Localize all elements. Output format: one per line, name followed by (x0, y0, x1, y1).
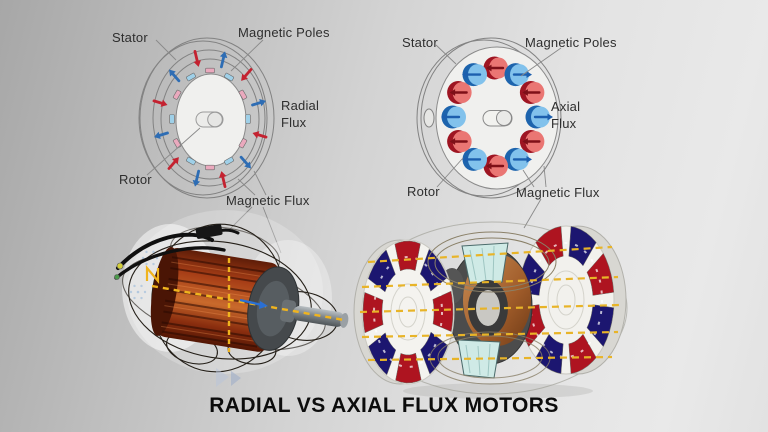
rotation-arrow (239, 298, 268, 309)
radial-motor-3d (114, 210, 349, 387)
axial-motor-3d (353, 221, 628, 399)
radial-flux-arrows (152, 49, 268, 189)
logo-watermark (216, 368, 241, 387)
winding-top (461, 242, 509, 285)
label-magnetic-poles-radial: Magnetic Poles (238, 25, 330, 40)
label-axial-flux: Axial Flux (551, 99, 581, 131)
page-title: RADIAL VS AXIAL FLUX MOTORS (209, 394, 559, 417)
axial-magnetic-poles (441, 56, 553, 178)
radial-flux-diagram (138, 37, 275, 199)
label-magnetic-poles-axial: Magnetic Poles (525, 35, 617, 50)
stator-ring (138, 37, 275, 199)
flux-axis-dashes (145, 258, 345, 352)
label-radial-flux: Radial Flux (281, 98, 320, 130)
label-rotor-radial: Rotor (119, 172, 152, 187)
label-stator-radial: Stator (112, 30, 148, 45)
label-stator-axial: Stator (402, 35, 438, 50)
axial-flux-diagram (416, 37, 562, 199)
shaft (482, 110, 513, 127)
label-magnetic-flux-axial: Magnetic Flux (516, 185, 600, 200)
label-magnetic-flux-radial: Magnetic Flux (226, 193, 310, 208)
rotor-disc-left (353, 239, 455, 385)
shaft (195, 111, 224, 128)
axial-flux-dashes (359, 245, 621, 362)
label-rotor-axial: Rotor (407, 184, 440, 199)
magnetic-pole-ring (169, 67, 251, 171)
